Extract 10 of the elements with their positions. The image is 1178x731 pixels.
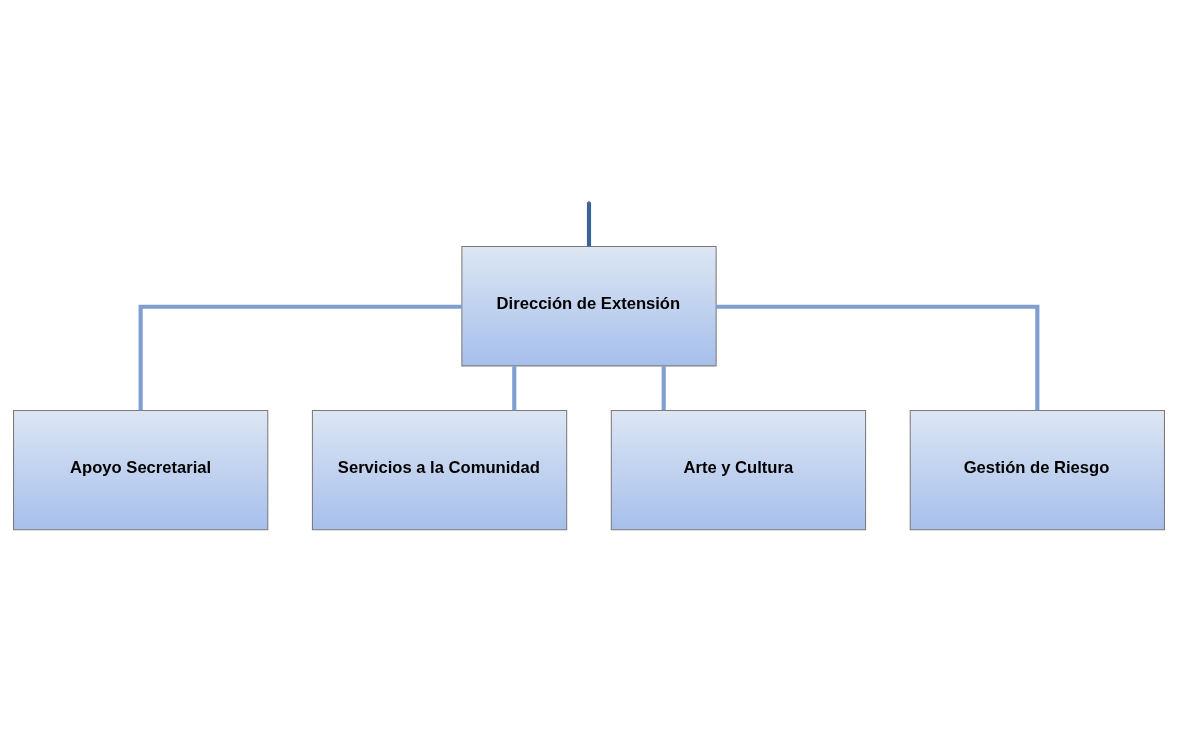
connector (716, 304, 1040, 411)
connector (661, 366, 666, 411)
node-box: Dirección de Extensión (461, 246, 717, 367)
node-box: Arte y Cultura (610, 410, 867, 531)
connector (512, 366, 517, 411)
node-box: Apoyo Secretarial (13, 410, 269, 531)
connector (138, 304, 462, 411)
connector (586, 202, 592, 247)
node-box: Gestión de Riesgo (909, 410, 1165, 531)
node-box: Servicios a la Comunidad (311, 410, 568, 531)
